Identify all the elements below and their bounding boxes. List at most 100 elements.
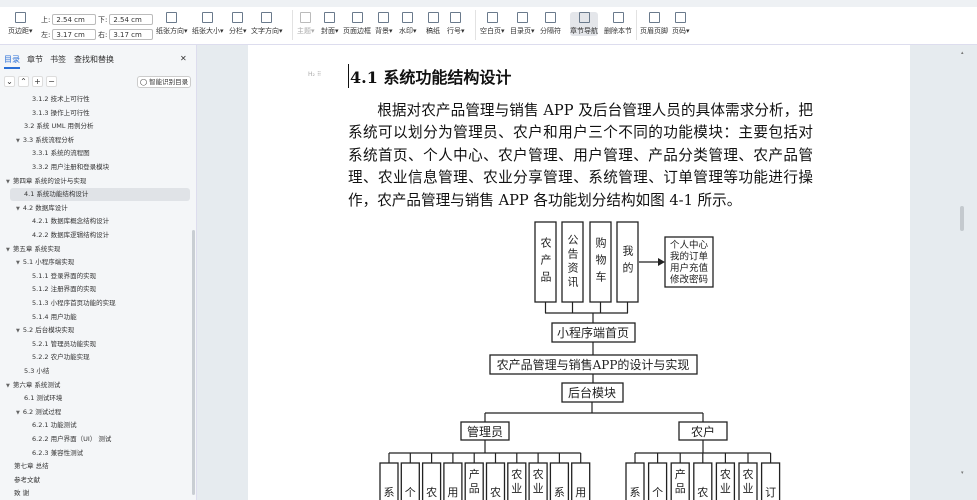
- toc-item[interactable]: ▼6.2 测试过程: [16, 407, 62, 416]
- tab-find-replace[interactable]: 查找和替换: [74, 55, 114, 64]
- toc-item[interactable]: 5.3 小结: [24, 367, 50, 375]
- toc-item[interactable]: 6.2.1 功能测试: [32, 421, 77, 430]
- expand-triangle-icon[interactable]: ▼: [16, 260, 20, 267]
- toc-item[interactable]: 3.2 系统 UML 用例分析: [24, 122, 94, 131]
- remove-button[interactable]: −: [46, 76, 57, 87]
- toc-item[interactable]: 3.3.2 用户注册和登录模块: [32, 163, 110, 171]
- left-margin-field[interactable]: 左:3.17 cm: [41, 29, 97, 40]
- toc-item[interactable]: 6.2.3 兼容性测试: [32, 448, 84, 457]
- toc-item[interactable]: ▼5.2 后台模块实现: [16, 326, 75, 335]
- toolbar-button[interactable]: 删除本节: [604, 12, 632, 36]
- close-icon[interactable]: ✕: [180, 54, 187, 63]
- bottom-margin-input[interactable]: 2.54 cm: [109, 14, 154, 25]
- document-scrollbar[interactable]: [960, 206, 964, 231]
- admin-child-box: [528, 462, 548, 500]
- right-margin-input[interactable]: 3.17 cm: [109, 29, 154, 40]
- toolbar-button[interactable]: 空白页▾: [480, 12, 505, 36]
- scroll-down-icon[interactable]: ▾: [961, 470, 964, 476]
- toc-item[interactable]: 6.1 测试环境: [24, 394, 63, 403]
- mine-detail-label: 用户充值: [670, 262, 709, 274]
- tab-bookmarks[interactable]: 书签: [50, 55, 66, 64]
- toc-item[interactable]: ▼4.2 数据库设计: [16, 203, 68, 212]
- toolbar-icon: [351, 12, 363, 23]
- admin-child-label: 农: [426, 485, 437, 499]
- toc-item[interactable]: ▼第四章 系统的设计与实现: [6, 176, 87, 185]
- heading-marker[interactable]: H₂ ⠿: [308, 71, 322, 78]
- toolbar-button[interactable]: 分隔符: [540, 12, 561, 36]
- toc-item[interactable]: 6.2.2 用户界面（UI） 测试: [32, 435, 112, 443]
- toolbar-button[interactable]: 纸张大小▾: [192, 12, 224, 36]
- add-button[interactable]: +: [32, 76, 43, 87]
- expand-button[interactable]: ⌃: [18, 76, 29, 87]
- expand-triangle-icon[interactable]: ▼: [16, 328, 20, 335]
- tab-toc[interactable]: 目录: [4, 54, 20, 69]
- toc-item[interactable]: 4.2.2 数据库逻辑结构设计: [32, 231, 110, 239]
- toolbar-icon: [612, 12, 624, 23]
- expand-triangle-icon[interactable]: ▼: [16, 409, 20, 416]
- expand-triangle-icon[interactable]: ▼: [6, 178, 10, 185]
- toolbar-button[interactable]: 页码▾: [672, 12, 690, 36]
- collapse-button[interactable]: ⌄: [4, 76, 15, 87]
- expand-triangle-icon[interactable]: ▼: [16, 137, 20, 144]
- toolbar-button[interactable]: 页眉页脚: [640, 12, 668, 36]
- toc-item[interactable]: 第七章 总结: [14, 462, 49, 471]
- toolbar-button[interactable]: 水印▾: [399, 12, 417, 36]
- toolbar-button[interactable]: 稿纸: [426, 12, 440, 36]
- toolbar-icon: [232, 12, 244, 23]
- toolbar-button[interactable]: 行号▾: [447, 12, 465, 36]
- top-margin-input[interactable]: 2.54 cm: [52, 14, 97, 25]
- toc-item[interactable]: 5.1.2 注册界面的实现: [32, 285, 97, 294]
- toc-item[interactable]: 3.1.2 技术上可行性: [32, 95, 90, 103]
- left-margin-input[interactable]: 3.17 cm: [52, 29, 97, 40]
- toolbar-button[interactable]: 页面边框: [343, 12, 371, 36]
- toc-item[interactable]: ▼第六章 系统测试: [6, 380, 61, 389]
- toc-item[interactable]: 5.2.1 管理员功能实现: [32, 339, 97, 348]
- top-margin-field[interactable]: 上:2.54 cm: [41, 14, 97, 25]
- toolbar-button[interactable]: 封面▾: [321, 12, 339, 36]
- farmer-child-label: 产: [675, 467, 686, 481]
- toc-item[interactable]: 参考文献: [14, 475, 40, 484]
- admin-child-label: 业: [533, 482, 544, 495]
- toolbar-button[interactable]: 目录页▾: [510, 12, 535, 36]
- farmer-child-label: 农: [743, 467, 754, 481]
- mini-tab-label: 农产品: [539, 236, 552, 288]
- toc-item[interactable]: 3.1.3 操作上可行性: [32, 108, 90, 117]
- mini-home-label: 小程序端首页: [557, 325, 629, 340]
- toc-item[interactable]: 5.1.4 用户功能: [32, 312, 77, 321]
- admin-child-label: 个: [405, 486, 416, 499]
- expand-triangle-icon[interactable]: ▼: [6, 382, 10, 389]
- farmer-child-label: 订: [765, 486, 776, 499]
- scroll-up-icon[interactable]: ▴: [961, 50, 964, 56]
- margins-button[interactable]: 页边距▾: [8, 12, 33, 36]
- expand-triangle-icon[interactable]: ▼: [16, 205, 20, 212]
- sidebar-scrollbar[interactable]: [192, 230, 195, 495]
- toolbar-button[interactable]: 主题▾: [297, 12, 315, 36]
- toolbar-button[interactable]: 分栏▾: [229, 12, 247, 36]
- toc-item[interactable]: 致 谢: [14, 489, 30, 498]
- toc-item[interactable]: 4.1 系统功能结构设计: [10, 188, 190, 202]
- farmer-child-label: 业: [743, 482, 754, 495]
- toolbar-button[interactable]: 纸张方向▾: [156, 12, 188, 36]
- toolbar-button[interactable]: 章节导航: [570, 12, 598, 36]
- toolbar-button[interactable]: 背景▾: [375, 12, 393, 36]
- toc-item[interactable]: 4.2.1 数据库概念结构设计: [32, 217, 110, 226]
- right-margin-field[interactable]: 右:3.17 cm: [98, 29, 154, 40]
- toc-item[interactable]: ▼5.1 小程序端实现: [16, 258, 75, 267]
- toolbar-icon: [202, 12, 214, 23]
- tab-chapters[interactable]: 章节: [27, 55, 43, 64]
- admin-child-label: 农: [511, 467, 522, 481]
- smart-toc-button[interactable]: ◯ 智能识别目录: [137, 76, 191, 88]
- expand-triangle-icon[interactable]: ▼: [6, 246, 10, 253]
- toc-item[interactable]: ▼第五章 系统实现: [6, 244, 61, 253]
- toolbar-button[interactable]: 文字方向▾: [251, 12, 283, 36]
- toc-item[interactable]: 5.1.3 小程序首页功能的实现: [32, 299, 116, 307]
- admin-child-label: 用: [575, 486, 586, 499]
- toc-item[interactable]: 5.1.1 登录界面的实现: [32, 271, 97, 280]
- toc-item[interactable]: 3.3.1 系统的流程图: [32, 149, 90, 158]
- toolbar-icon: [450, 12, 462, 23]
- toc-item[interactable]: ▼3.3 系统流程分析: [16, 135, 75, 144]
- bottom-margin-field[interactable]: 下:2.54 cm: [98, 14, 154, 25]
- toolbar-icon: [261, 12, 273, 23]
- root-label: 农产品管理与销售APP的设计与实现: [497, 357, 690, 372]
- toc-item[interactable]: 5.2.2 农户功能实现: [32, 353, 90, 362]
